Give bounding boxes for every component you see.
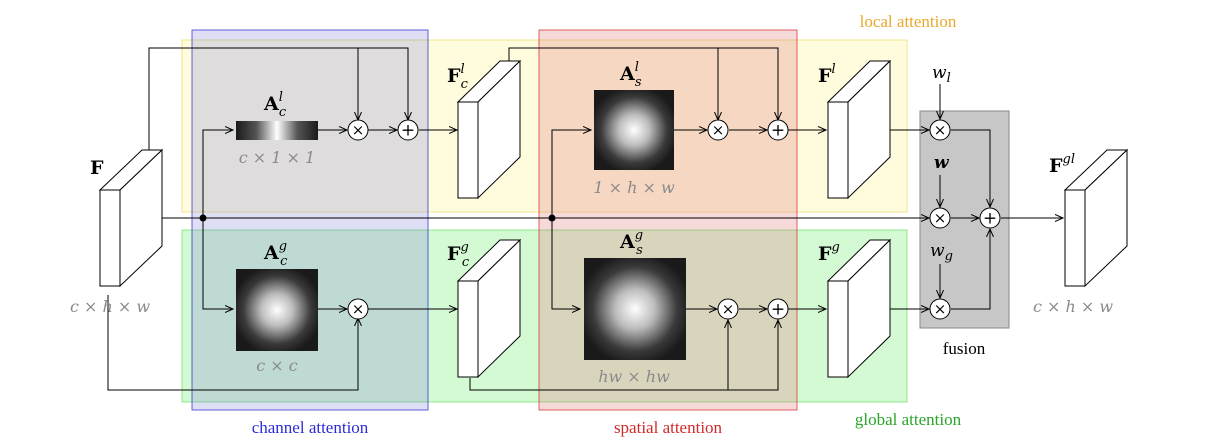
multiply-op-fusion-global: × xyxy=(929,298,951,320)
local-attention-label: local attention xyxy=(860,12,957,31)
weight-wg: wg xyxy=(930,241,953,264)
global-attention-label: global attention xyxy=(855,410,962,429)
tensor-input xyxy=(98,148,164,288)
channel-attention-label: channel attention xyxy=(252,418,369,437)
svg-text:×: × xyxy=(934,121,947,139)
spatial-junction xyxy=(548,214,556,222)
svg-text:+: + xyxy=(771,300,785,320)
attention-map-asl xyxy=(594,90,674,170)
tensor-fcg xyxy=(456,238,522,379)
dims-acl: c × 1 × 1 xyxy=(239,148,315,167)
multiply-op-channel-local: × xyxy=(347,119,369,141)
svg-text:×: × xyxy=(712,121,725,139)
attention-map-asg xyxy=(584,258,686,360)
svg-text:×: × xyxy=(352,300,365,318)
dims-asg: hw × hw xyxy=(598,367,670,386)
add-op-fusion: + xyxy=(979,207,1001,229)
multiply-op-spatial-global: × xyxy=(717,298,739,320)
svg-text:+: + xyxy=(983,209,997,229)
channel-attention-region xyxy=(191,29,429,411)
dims-input: c × h × w xyxy=(70,297,150,316)
add-op-spatial-global: + xyxy=(767,298,789,320)
dims-output: c × h × w xyxy=(1033,297,1113,316)
add-op-channel-local: + xyxy=(397,119,419,141)
connections xyxy=(107,47,1063,391)
multiply-op-fusion-local: × xyxy=(929,119,951,141)
svg-text:×: × xyxy=(934,209,947,227)
tensor-output xyxy=(1063,148,1129,288)
svg-text:×: × xyxy=(722,300,735,318)
svg-text:×: × xyxy=(352,121,365,139)
tensor-fcl xyxy=(456,59,522,200)
attention-map-acl xyxy=(236,121,318,140)
attention-map-acg xyxy=(236,269,318,351)
weight-wl: wl xyxy=(932,63,951,86)
label-fg: Fg xyxy=(818,240,840,265)
label-fl: Fl xyxy=(818,62,836,87)
fusion-label: fusion xyxy=(943,339,986,358)
svg-text:×: × xyxy=(934,300,947,318)
channel-junction xyxy=(199,214,207,222)
weight-w: w xyxy=(934,153,950,173)
add-op-spatial-local: + xyxy=(767,119,789,141)
tensor-fg xyxy=(826,238,892,379)
multiply-op-spatial-local: × xyxy=(707,119,729,141)
multiply-op-fusion-input: × xyxy=(929,207,951,229)
dims-asl: 1 × h × w xyxy=(593,178,675,197)
svg-text:+: + xyxy=(771,121,785,141)
spatial-attention-label: spatial attention xyxy=(614,418,723,437)
tensor-fl xyxy=(826,59,892,200)
multiply-op-channel-global: × xyxy=(347,298,369,320)
svg-text:+: + xyxy=(401,121,415,141)
label-output: Fgl xyxy=(1049,152,1075,177)
label-input: F xyxy=(90,157,104,179)
dims-acg: c × c xyxy=(256,356,298,375)
